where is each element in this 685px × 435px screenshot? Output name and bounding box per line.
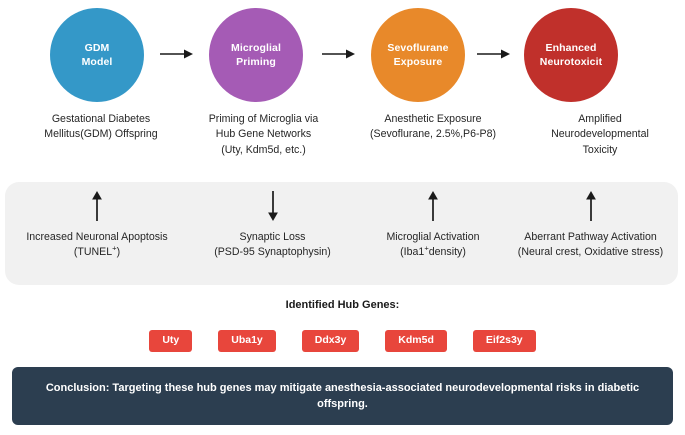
evidence-label-line1: Microglial Activation xyxy=(386,231,480,243)
flow-node-label: Microglial Priming xyxy=(230,41,281,68)
flow-node-caption-sevoflurane-exposure: Anesthetic Exposure (Sevoflurane, 2.5%,P… xyxy=(369,113,496,141)
evidence-label-line1: Increased Neuronal Apoptosis xyxy=(26,231,168,243)
flow-node-label: Enhanced Neurotoxicit xyxy=(539,41,603,68)
evidence-label-line2: (Iba1+density) xyxy=(400,243,466,259)
evidence-label-line2: (Neural crest, Oxidative stress) xyxy=(517,246,664,259)
evidence-label: Synaptic Loss (PSD-95 Synaptophysin) xyxy=(185,230,360,261)
conclusion-text: Conclusion: Targeting these hub genes ma… xyxy=(45,381,640,411)
evidence-item-microglial-activation: Microglial Activation (Iba1+density) xyxy=(357,182,509,285)
arrow-right-icon xyxy=(160,47,194,61)
flow-node-enhanced-neurotoxicity: Enhanced Neurotoxicit xyxy=(524,8,618,102)
evidence-label-line2: (PSD-95 Synaptophysin) xyxy=(214,246,331,259)
hub-gene-badge: Uba1y xyxy=(218,330,276,352)
evidence-panel: Increased Neuronal Apoptosis (TUNEL+) Sy… xyxy=(5,182,678,285)
arrow-up-icon xyxy=(91,191,104,221)
hub-genes-title: Identified Hub Genes: xyxy=(285,299,400,311)
evidence-label: Aberrant Pathway Activation (Neural cres… xyxy=(503,230,678,261)
flow-node-label: Sevoflurane Exposure xyxy=(387,41,449,68)
evidence-label-line1: Synaptic Loss xyxy=(239,231,306,243)
flow-node-caption-gdm-model: Gestational Diabetes Mellitus(GDM) Offsp… xyxy=(44,113,158,141)
flow-row: GDM Model Microglial Priming Sevoflurane… xyxy=(0,6,685,104)
hub-gene-badge: Ddx3y xyxy=(301,330,360,352)
arrow-down-icon xyxy=(266,191,279,221)
hub-gene-badge: Kdm5d xyxy=(385,330,447,352)
evidence-item-synaptic-loss: Synaptic Loss (PSD-95 Synaptophysin) xyxy=(185,182,360,285)
arrow-right-icon xyxy=(322,47,356,61)
evidence-label-line1: Aberrant Pathway Activation xyxy=(524,231,657,243)
flow-node-microglial-priming: Microglial Priming xyxy=(209,8,303,102)
evidence-label: Increased Neuronal Apoptosis (TUNEL+) xyxy=(7,230,187,261)
hub-gene-badge-list: Uty Uba1y Ddx3y Kdm5d Eif2s3y xyxy=(0,330,685,352)
hub-gene-badge: Eif2s3y xyxy=(472,330,536,352)
hub-gene-badge: Uty xyxy=(149,330,193,352)
arrow-right-icon xyxy=(477,47,511,61)
flow-node-label: GDM Model xyxy=(81,41,113,68)
flow-node-caption-enhanced-neurotoxicity: Amplified Neurodevelopmental Toxicity xyxy=(551,113,649,156)
evidence-item-aberrant-pathway-activation: Aberrant Pathway Activation (Neural cres… xyxy=(503,182,678,285)
conclusion-bar: Conclusion: Targeting these hub genes ma… xyxy=(12,367,673,425)
flow-node-sevoflurane-exposure: Sevoflurane Exposure xyxy=(371,8,465,102)
flow-node-caption-microglial-priming: Priming of Microglia via Hub Gene Networ… xyxy=(208,113,319,156)
arrow-up-icon xyxy=(427,191,440,221)
flow-node-gdm-model: GDM Model xyxy=(50,8,144,102)
arrow-up-icon xyxy=(584,191,597,221)
evidence-label: Microglial Activation (Iba1+density) xyxy=(357,230,509,261)
evidence-item-neuronal-apoptosis: Increased Neuronal Apoptosis (TUNEL+) xyxy=(7,182,187,285)
evidence-label-line2: (TUNEL+) xyxy=(73,243,121,259)
